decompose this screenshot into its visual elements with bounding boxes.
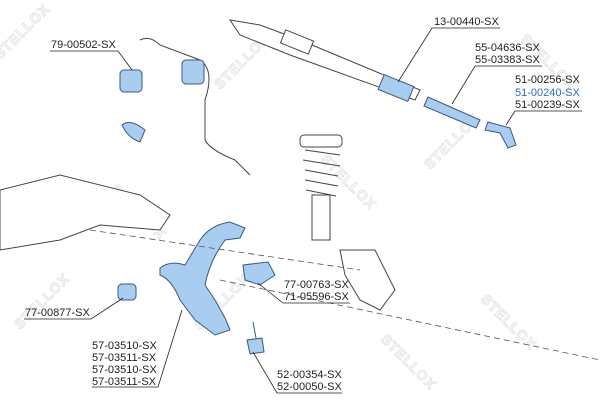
subframe bbox=[0, 174, 171, 251]
leader-line bbox=[451, 65, 542, 105]
leader-line bbox=[252, 351, 342, 394]
tie-rod-end-part bbox=[484, 121, 517, 149]
stabilizer-bar bbox=[139, 37, 251, 176]
stabilizer-bushing-part bbox=[119, 69, 143, 93]
assembly-line bbox=[219, 279, 600, 361]
watermark: STELLOX bbox=[11, 270, 73, 332]
part-label-rack-boot: 55-04636-SX bbox=[475, 42, 540, 54]
part-label-control-arm: 57-03510-SX bbox=[92, 340, 157, 352]
rack-boot-left bbox=[279, 29, 315, 55]
leader-line bbox=[257, 282, 350, 304]
part-label-control-arm: 57-03510-SX bbox=[92, 364, 157, 376]
part-label-control-arm: 57-03511-SX bbox=[92, 352, 157, 364]
front-bushing-part bbox=[117, 283, 137, 301]
part-label-ball-joint: 52-00354-SX bbox=[277, 369, 342, 381]
stabilizer-bushing-part-2 bbox=[181, 59, 205, 85]
part-label-stabilizer-bushing: 79-00502-SX bbox=[51, 39, 116, 51]
rack-boot-right bbox=[377, 73, 415, 103]
part-label-tie-rod-end-highlighted: 51-00240-SX bbox=[515, 87, 580, 99]
part-label-control-arm: 57-03511-SX bbox=[92, 376, 157, 388]
ball-joint-part bbox=[246, 321, 265, 355]
part-label-ball-joint: 52-00050-SX bbox=[277, 381, 342, 393]
part-label-steering-rack: 13-00440-SX bbox=[434, 16, 499, 28]
inner-tie-rod bbox=[423, 96, 481, 129]
part-label-rear-bushing: 71-05596-SX bbox=[284, 291, 349, 303]
part-label-rear-bushing: 77-00763-SX bbox=[284, 279, 349, 291]
leader-line bbox=[92, 309, 183, 388]
leader-line bbox=[50, 50, 133, 71]
leader-line bbox=[24, 297, 124, 320]
leader-line bbox=[397, 27, 500, 83]
part-label-front-bushing: 77-00877-SX bbox=[25, 307, 90, 319]
part-label-tie-rod-end: 51-00239-SX bbox=[515, 99, 580, 111]
rear-bushing-part bbox=[242, 261, 276, 286]
watermark: STELLOX bbox=[0, 0, 53, 62]
steering-rack bbox=[228, 19, 421, 101]
watermark: STELLOX bbox=[478, 291, 540, 353]
watermark: STELLOX bbox=[378, 331, 440, 393]
leader-line bbox=[505, 110, 582, 126]
assembly-line bbox=[89, 229, 361, 271]
control-arm-part bbox=[159, 221, 246, 336]
part-label-rack-boot: 55-03383-SX bbox=[475, 54, 540, 66]
part-label-tie-rod-end: 51-00256-SX bbox=[515, 74, 580, 86]
strut-assembly bbox=[299, 134, 396, 311]
stabilizer-bracket bbox=[121, 121, 146, 143]
